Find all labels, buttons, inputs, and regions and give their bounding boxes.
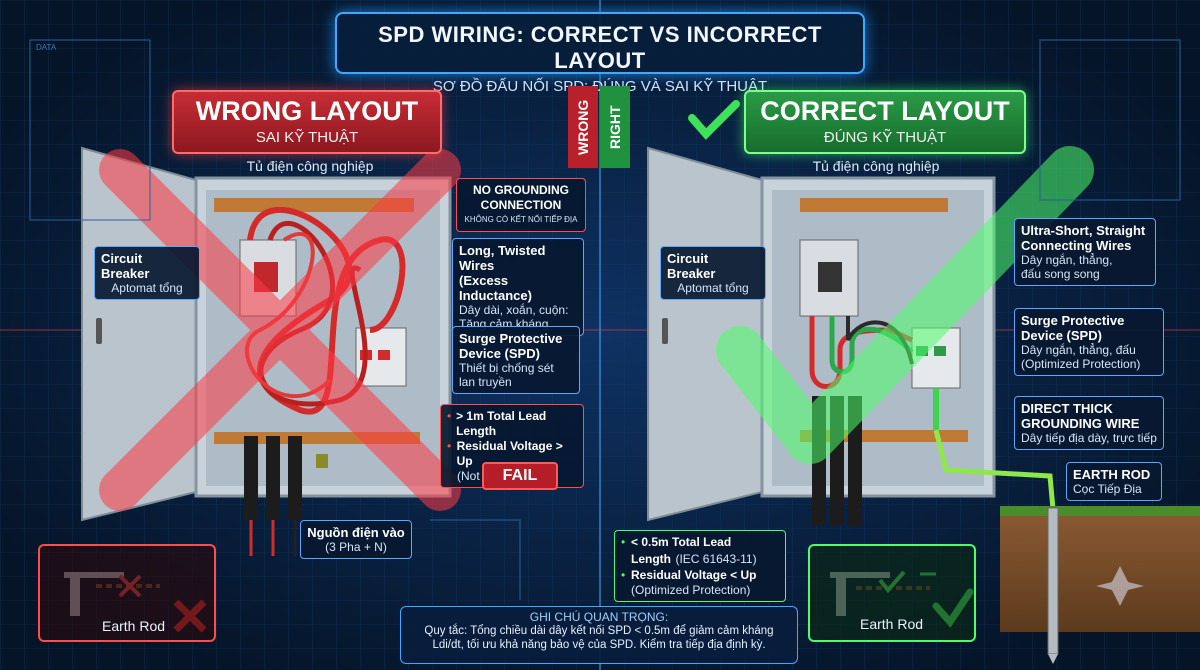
check-icon: [688, 100, 740, 140]
left-lead-length-callout: •> 1m Total Lead Length •Residual Voltag…: [440, 404, 584, 488]
right-spd-en1: Surge Protective: [1021, 313, 1125, 328]
right-lead-b1b: Length: [631, 552, 671, 566]
right-lead-b3: (Optimized Protection): [631, 583, 751, 597]
left-breaker-callout: Circuit Breaker Aptomat tổng: [94, 246, 200, 300]
soil-illustration: [1000, 506, 1200, 664]
left-earth-rod-panel: Earth Rod: [38, 544, 216, 642]
right-breaker-en: Circuit Breaker: [667, 251, 716, 281]
ground-wire-vi: Dây tiếp địa dày, trực tiếp: [1021, 431, 1157, 445]
earth-rod-callout: EARTH ROD Cọc Tiếp Địa: [1066, 462, 1162, 501]
no-grounding-vi: KHÔNG CÓ KẾT NỐI TIẾP ĐỊA: [464, 215, 578, 224]
short-wires-callout: Ultra-Short, Straight Connecting Wires D…: [1014, 218, 1156, 286]
right-spd-en2: Device (SPD): [1021, 328, 1102, 343]
left-lead-b1: > 1m Total Lead Length: [456, 409, 547, 438]
right-breaker-callout: Circuit Breaker Aptomat tổng: [660, 246, 766, 300]
right-earth-rod-label: Earth Rod: [860, 616, 924, 632]
left-breaker-en: Circuit Breaker: [101, 251, 150, 281]
wrong-tab: WRONG: [568, 86, 598, 168]
correct-layout-banner: CORRECT LAYOUT ĐÚNG KỸ THUẬT: [744, 90, 1026, 154]
wrong-banner-title: WRONG LAYOUT: [195, 96, 419, 126]
long-wires-callout: Long, Twisted Wires (Excess Inductance) …: [452, 238, 584, 336]
wrong-layout-banner: WRONG LAYOUT SAI KỸ THUẬT: [172, 90, 442, 154]
left-cabinet-label: Tủ điện công nghiệp: [246, 158, 374, 174]
long-wires-vi1: Dây dài, xoắn, cuộn:: [459, 303, 569, 317]
left-spd-vi2: lan truyền: [459, 375, 512, 389]
ground-wire-en1: DIRECT THICK: [1021, 401, 1113, 416]
left-spd-en2: Device (SPD): [459, 346, 540, 361]
right-spd-vi1: Dây ngắn, thẳng, đấu: [1021, 343, 1136, 357]
earth-rod-callout-en: EARTH ROD: [1073, 467, 1151, 482]
earth-rod-callout-vi: Cọc Tiếp Địa: [1073, 482, 1142, 496]
note-line-2: Ldi/dt, tối ưu khả năng bảo vệ của SPD. …: [432, 639, 766, 651]
power-source-callout: Nguồn điện vào (3 Pha + N): [300, 520, 412, 559]
left-spd-vi1: Thiết bị chống sét: [459, 361, 554, 375]
correct-banner-title: CORRECT LAYOUT: [760, 96, 1010, 126]
long-wires-en2: (Excess Inductance): [459, 273, 532, 303]
right-cabinet-label: Tủ điện công nghiệp: [812, 158, 940, 174]
title-english: SPD WIRING: CORRECT VS INCORRECT LAYOUT: [378, 22, 822, 73]
right-cabinet: [647, 146, 1057, 526]
short-wires-vi1: Dây ngắn, thẳng,: [1021, 253, 1113, 267]
right-lead-b1: < 0.5m Total Lead: [631, 535, 732, 549]
left-breaker-vi: Aptomat tổng: [111, 281, 183, 295]
short-wires-vi2: đấu song song: [1021, 267, 1100, 281]
right-lead-b1c: (IEC 61643-11): [675, 552, 757, 566]
power-source-vi: (3 Pha + N): [325, 540, 387, 554]
important-note: GHI CHÚ QUAN TRỌNG: Quy tắc: Tổng chiều …: [400, 606, 798, 664]
ground-wire-callout: DIRECT THICK GROUNDING WIRE Dây tiếp địa…: [1014, 396, 1164, 450]
fail-badge: FAIL: [482, 462, 558, 490]
title-panel: SPD WIRING: CORRECT VS INCORRECT LAYOUT …: [335, 12, 865, 95]
right-lead-length-callout: •< 0.5m Total Lead Length (IEC 61643-11)…: [614, 530, 786, 602]
blueprint-decoration: [29, 39, 1181, 600]
right-lead-b2: Residual Voltage < Up: [631, 568, 757, 582]
left-spd-en1: Surge Protective: [459, 331, 563, 346]
bg-data-label: DATA: [36, 43, 57, 52]
no-grounding-en2: CONNECTION: [480, 198, 562, 212]
note-heading: GHI CHÚ QUAN TRỌNG:: [529, 610, 669, 624]
correct-banner-subtitle: ĐÚNG KỸ THUẬT: [823, 129, 947, 146]
right-breaker-vi: Aptomat tổng: [677, 281, 749, 295]
right-spd-callout: Surge Protective Device (SPD) Dây ngắn, …: [1014, 308, 1164, 376]
right-tab: RIGHT: [600, 86, 630, 168]
note-line-1: Quy tắc: Tổng chiều dài dây kết nối SPD …: [424, 625, 774, 637]
big-green-check-icon: [716, 146, 1094, 464]
short-wires-en1: Ultra-Short, Straight: [1021, 223, 1146, 238]
long-wires-en1: Long, Twisted Wires: [459, 243, 546, 273]
right-earth-rod-panel: Earth Rod: [808, 544, 976, 642]
big-red-x-icon: [99, 149, 461, 511]
left-earth-rod-label: Earth Rod: [102, 618, 166, 634]
short-wires-en2: Connecting Wires: [1021, 238, 1132, 253]
no-grounding-callout: NO GROUNDING CONNECTION KHÔNG CÓ KẾT NỐI…: [456, 178, 586, 232]
wrong-banner-subtitle: SAI KỸ THUẬT: [255, 129, 359, 146]
ground-wire-en2: GROUNDING WIRE: [1021, 416, 1140, 431]
power-source-en: Nguồn điện vào: [307, 525, 405, 540]
right-spd-vi2: (Optimized Protection): [1021, 357, 1141, 371]
left-spd-callout: Surge Protective Device (SPD) Thiết bị c…: [452, 326, 580, 394]
no-grounding-en1: NO GROUNDING: [473, 183, 569, 197]
left-lead-b2: Residual Voltage > Up: [456, 439, 563, 468]
